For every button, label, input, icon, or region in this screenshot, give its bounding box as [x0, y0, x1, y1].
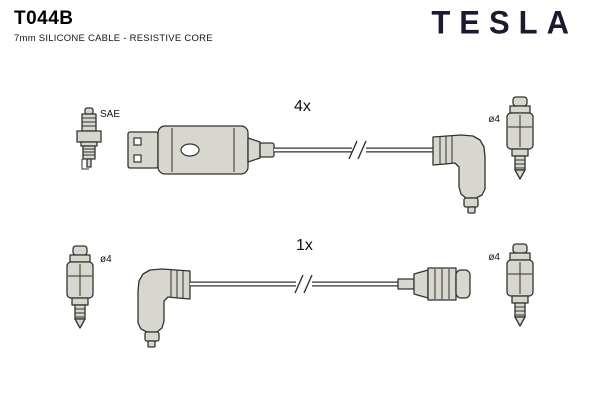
top-right-diameter-label: ø4 [488, 114, 500, 125]
distributor-connector-icon [127, 125, 275, 175]
bottom-quantity-label: 1x [296, 237, 313, 254]
straight-boot-icon [397, 267, 471, 301]
sae-label: SAE [100, 109, 120, 120]
bottom-left-diameter-label: ø4 [100, 254, 112, 265]
angle-boot-icon-top [432, 134, 486, 214]
cable-spec-subtitle: 7mm SILICONE CABLE - RESISTIVE CORE [14, 33, 213, 44]
cable-break-icon [348, 140, 367, 160]
terminal-icon-bottom-left [66, 245, 94, 329]
part-number: T044B [14, 8, 74, 29]
bottom-cable [190, 274, 398, 294]
tesla-logo: TESLA [431, 4, 578, 41]
spark-plug-icon [76, 107, 102, 170]
angle-boot-icon-bottom [137, 268, 191, 348]
cable-break-icon [294, 274, 313, 294]
bottom-right-diameter-label: ø4 [488, 252, 500, 263]
top-cable [274, 140, 433, 160]
terminal-icon-top-right [506, 96, 534, 180]
top-quantity-label: 4x [294, 98, 311, 115]
terminal-icon-bottom-right [506, 243, 534, 327]
